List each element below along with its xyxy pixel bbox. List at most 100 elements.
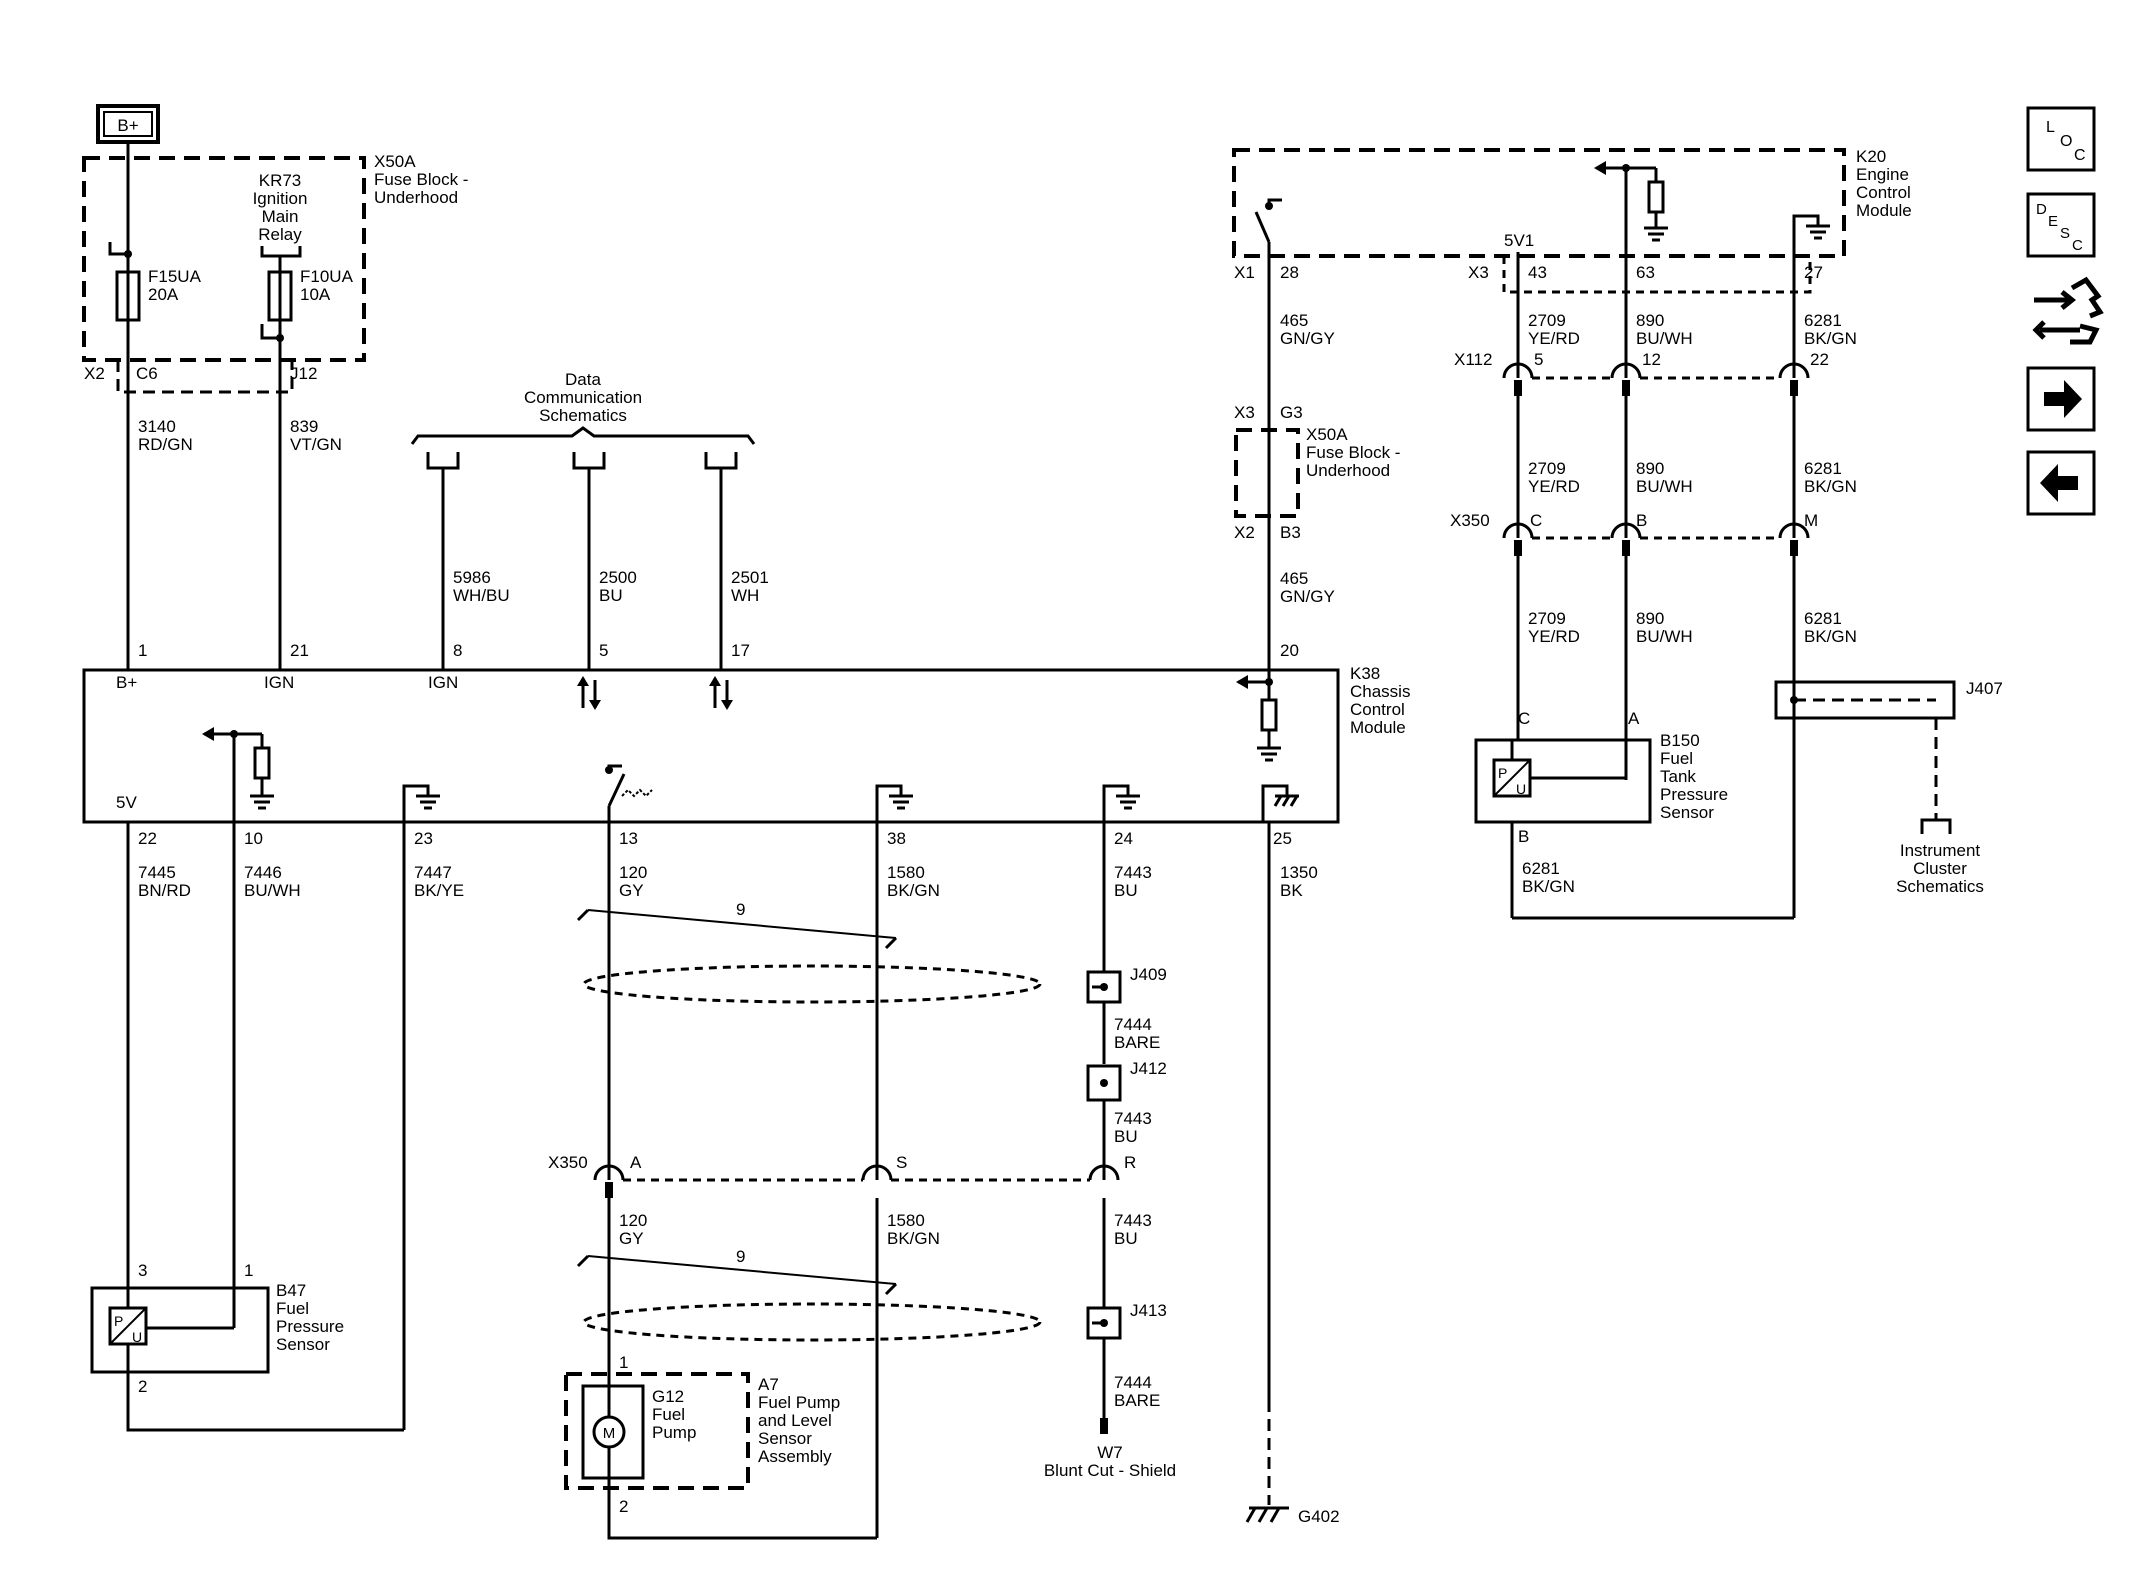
instrument-cluster-line-1: Instrument	[1900, 841, 1981, 860]
j409-splice	[1086, 970, 1122, 1004]
wire-7446-num: 7446	[244, 863, 282, 882]
pressure-transducer-icon: P U	[1492, 758, 1532, 798]
g12-fuel-pump-outline	[581, 1384, 645, 1480]
k38-pin-5: 5	[599, 641, 608, 660]
kr73-desc-2: Main	[262, 207, 299, 226]
wire-890-color-1: BU/WH	[1636, 329, 1693, 348]
k38-pin-1: 1	[138, 641, 147, 660]
wire-890-color-3: BU/WH	[1636, 627, 1693, 646]
wire-7447-color: BK/YE	[414, 881, 464, 900]
k38-desc-1: Chassis	[1350, 682, 1410, 701]
kr73-name: KR73	[259, 171, 302, 190]
b150-pin-b: B	[1518, 827, 1529, 846]
j412-name: J412	[1130, 1059, 1167, 1078]
wire-839-num: 839	[290, 417, 318, 436]
wire-1350-num: 1350	[1280, 863, 1318, 882]
location-button[interactable]: L O C	[2026, 106, 2096, 172]
k20-conn-x1: X1	[1234, 263, 1255, 282]
k38-pin-25: 25	[1273, 829, 1292, 848]
wire-5986-color: WH/BU	[453, 586, 510, 605]
wire-7444-num-2: 7444	[1114, 1373, 1152, 1392]
b150-desc-3: Pressure	[1660, 785, 1728, 804]
k38-desc-2: Control	[1350, 700, 1405, 719]
data-comm-line-2: Communication	[524, 388, 642, 407]
wire-6281-num-2: 6281	[1804, 459, 1842, 478]
wire-120-color-2: GY	[619, 1229, 644, 1248]
b150-sensor-u: U	[1516, 781, 1526, 797]
fuse-f15ua	[115, 270, 141, 322]
k38-pin-22: 22	[138, 829, 157, 848]
back-arrow-icon[interactable]	[2026, 450, 2096, 516]
data-comm-line-1: Data	[565, 370, 601, 389]
wire-5986-num: 5986	[453, 568, 491, 587]
shield-ellipse-2	[582, 1302, 1042, 1342]
data-comm-brace	[410, 426, 756, 445]
connector-end-view-icon[interactable]	[2032, 276, 2104, 345]
b150-pin-a: A	[1628, 709, 1640, 728]
wire-1350-color: BK	[1280, 881, 1303, 900]
wire-7445-num: 7445	[138, 863, 176, 882]
k38-pin-13: 13	[619, 829, 638, 848]
k20-label-5v1: 5V1	[1504, 231, 1534, 250]
b150-sensor-outline	[1474, 738, 1652, 824]
x50a-top-name: X50A	[374, 152, 416, 171]
battery-label: B+	[117, 116, 138, 135]
wire-2500-color: BU	[599, 586, 623, 605]
twist-label-1: 9	[736, 900, 745, 919]
k20-pin-63: 63	[1636, 263, 1655, 282]
wire-2501-color: WH	[731, 586, 759, 605]
forward-arrow-icon[interactable]	[2026, 366, 2096, 432]
wire-7443-color-3: BU	[1114, 1229, 1138, 1248]
b47-pin-2: 2	[138, 1377, 147, 1396]
wire-1580-color-1: BK/GN	[887, 881, 940, 900]
x350-right-name: X350	[1450, 511, 1490, 530]
wire-7443-num-3: 7443	[1114, 1211, 1152, 1230]
wire-2709-num-1: 2709	[1528, 311, 1566, 330]
wire-3140-num: 3140	[138, 417, 176, 436]
wire-2500-num: 2500	[599, 568, 637, 587]
k20-conn-x3: X3	[1468, 263, 1489, 282]
x50a-mid-pin-b3: B3	[1280, 523, 1301, 542]
k38-ground-icon-24	[1102, 784, 1140, 822]
x350-bottom-connector	[593, 1164, 1120, 1198]
bidirectional-arrow-icon	[709, 676, 733, 710]
x112-pin-12: 12	[1642, 350, 1661, 369]
kr73-desc-3: Relay	[258, 225, 302, 244]
b150-name: B150	[1660, 731, 1700, 750]
b47-desc-3: Sensor	[276, 1335, 330, 1354]
loc-letter-l: L	[2046, 119, 2055, 136]
x350-bottom-pin-a: A	[630, 1153, 642, 1172]
twisted-pair-indicator: 9	[576, 1247, 898, 1296]
g12-motor-label: M	[603, 1425, 616, 1442]
wire-7444-color-1: BARE	[1114, 1033, 1160, 1052]
x112-pin-22: 22	[1810, 350, 1829, 369]
k20-x3-connector-outline	[1502, 256, 1812, 294]
wire-1580-num-2: 1580	[887, 1211, 925, 1230]
b47-sensor-p: P	[114, 1313, 123, 1329]
x112-name: X112	[1454, 350, 1492, 369]
g12-desc-1: Fuel	[652, 1405, 685, 1424]
wire-2709-color-2: YE/RD	[1528, 477, 1580, 496]
k20-ground-icon-27	[1792, 214, 1830, 290]
b150-sensor-p: P	[1498, 765, 1507, 781]
wire-7443-color-1: BU	[1114, 881, 1138, 900]
k38-ground-icon-38	[875, 784, 913, 822]
twisted-pair-indicator: 9	[576, 900, 898, 950]
description-button[interactable]: D E S C	[2026, 192, 2096, 258]
twist-label-2: 9	[736, 1247, 745, 1266]
f15ua-name: F15UA	[148, 267, 202, 286]
instrument-cluster-connector	[1920, 818, 1952, 834]
a7-desc-3: Sensor	[758, 1429, 812, 1448]
wire-465-color-top: GN/GY	[1280, 329, 1335, 348]
wire-6281-num-3: 6281	[1804, 609, 1842, 628]
b150-desc-4: Sensor	[1660, 803, 1714, 822]
k20-desc-1: Engine	[1856, 165, 1909, 184]
k38-pin-24: 24	[1114, 829, 1133, 848]
w7-name: W7	[1097, 1443, 1123, 1462]
wire-2501-num: 2501	[731, 568, 769, 587]
b47-desc-2: Pressure	[276, 1317, 344, 1336]
k20-pin-28: 28	[1280, 263, 1299, 282]
wire-465-color-bottom: GN/GY	[1280, 587, 1335, 606]
j409-name: J409	[1130, 965, 1167, 984]
f10ua-rating: 10A	[300, 285, 331, 304]
